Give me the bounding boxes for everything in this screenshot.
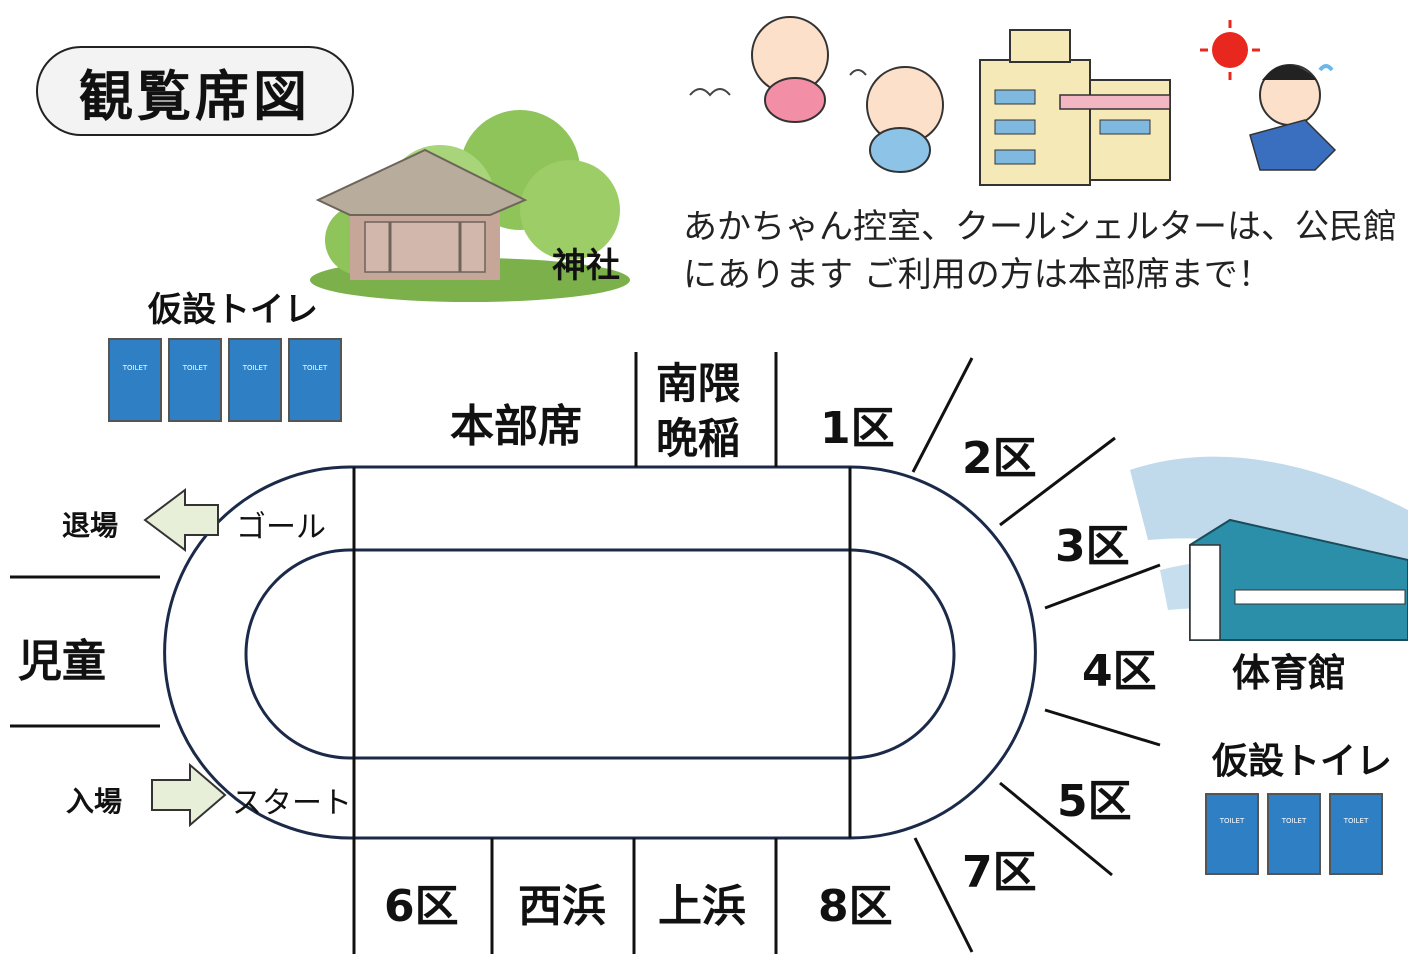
toilet-sign: TOILET [122, 364, 148, 372]
toilet-sign: TOILET [242, 364, 268, 372]
shrine-illustration [310, 110, 630, 302]
notice-line-2: にあります ご利用の方は本部席まで！ [683, 255, 1272, 295]
kamihama-seat-label: 上浜 [658, 881, 746, 932]
toilet-icon: TOILET [228, 338, 282, 422]
toilet-sign: TOILET [1219, 817, 1245, 825]
toilet-icon: TOILET [168, 338, 222, 422]
toilet-top-label: 仮設トイレ [148, 290, 318, 330]
ku7-seat-label: 7区 [962, 847, 1037, 898]
notice-line-1: あかちゃん控室、クールシェルターは、公民館 [683, 207, 1397, 247]
toilet-sign: TOILET [1343, 817, 1369, 825]
ku6-seat-label: 6区 [384, 881, 459, 932]
ku4-seat-label: 4区 [1082, 646, 1157, 697]
toilet-icon: TOILET [108, 338, 162, 422]
toilet-group-top: TOILET TOILET TOILET TOILET [108, 338, 346, 424]
shrine-label: 神社 [552, 246, 620, 286]
gym-illustration [1130, 456, 1408, 641]
nangu-seat-label-2: 晩稲 [656, 414, 741, 463]
ku1-seat-label: 1区 [820, 403, 895, 454]
page-title: 観覧席図 [79, 64, 311, 128]
children-label: 児童 [18, 636, 106, 687]
gym-label: 体育館 [1232, 651, 1347, 695]
toilet-sign: TOILET [1281, 817, 1307, 825]
toilet-icon: TOILET [1267, 793, 1321, 875]
toilet-group-right: TOILET TOILET TOILET [1205, 793, 1385, 877]
toilet-right-label: 仮設トイレ [1212, 741, 1393, 782]
ku3-seat-label: 3区 [1055, 521, 1130, 572]
nishihama-seat-label: 西浜 [518, 881, 606, 932]
ku2-seat-label: 2区 [962, 433, 1037, 484]
start-label: スタート [232, 786, 352, 821]
babies-illustration [689, 16, 944, 173]
toilet-icon: TOILET [288, 338, 342, 422]
track-inner [244, 548, 956, 760]
nangu-seat-label-1: 南隈 [656, 359, 741, 408]
enter-arrow-icon [151, 762, 227, 828]
honbu-seat-label: 本部席 [450, 401, 582, 452]
toilet-icon: TOILET [1329, 793, 1383, 875]
exit-arrow-icon [143, 488, 219, 552]
toilet-sign: TOILET [302, 364, 328, 372]
enter-label: 入場 [66, 785, 123, 818]
toilet-sign: TOILET [182, 364, 208, 372]
toilet-icon: TOILET [1205, 793, 1259, 875]
heatstroke-illustration [1200, 20, 1337, 171]
goal-label: ゴール [236, 510, 326, 545]
ku8-seat-label: 8区 [818, 881, 893, 932]
community-hall-illustration [979, 29, 1171, 186]
exit-label: 退場 [62, 509, 119, 542]
seat-dividers [10, 352, 1161, 954]
ku5-seat-label: 5区 [1057, 776, 1132, 827]
notice-text: あかちゃん控室、クールシェルターは、公民館 にあります ご利用の方は本部席まで！ [683, 203, 1397, 299]
title-box: 観覧席図 [36, 46, 354, 136]
